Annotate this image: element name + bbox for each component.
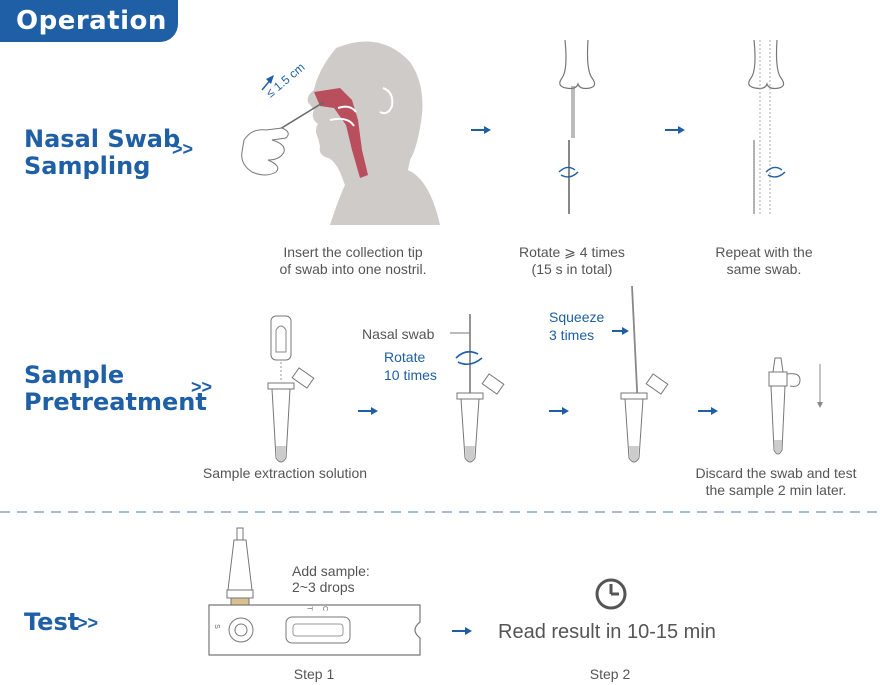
cassette-c-mark: C <box>321 605 329 612</box>
step-2-label: Step 2 <box>589 666 631 682</box>
hand-outline <box>241 127 289 176</box>
clock-icon <box>595 578 627 610</box>
arrow-down-icon <box>817 364 823 408</box>
arrow-right-icon <box>549 407 569 415</box>
pretreatment-chevron: >> <box>191 377 213 397</box>
rotate-caption: Rotate ⩾ 4 times (15 s in total) <box>519 244 625 277</box>
extraction-caption: Sample extraction solution <box>202 465 368 481</box>
extraction-tube-4 <box>768 357 801 455</box>
read-result-label: Read result in 10-15 min <box>498 621 716 643</box>
nasal-swab-label: Nasal swab <box>362 326 435 342</box>
rotate-icon <box>455 350 483 366</box>
head-silhouette <box>307 41 440 225</box>
rotate-10-label: Rotate 10 times <box>384 349 437 383</box>
header-title: Operation <box>16 6 167 36</box>
step-1-label: Step 1 <box>293 666 335 682</box>
cassette-s-mark: S <box>212 624 220 629</box>
nose-illustration-1 <box>559 39 596 214</box>
section-header-operation: Operation <box>0 0 178 42</box>
arrow-right-icon <box>665 126 685 134</box>
extraction-tube-2 <box>456 373 505 463</box>
nasal-chevron: >> <box>172 139 194 159</box>
arrow-right-icon <box>612 327 629 335</box>
extraction-tube-1 <box>267 367 315 463</box>
sample-pretreatment-title: Sample Pretreatment <box>24 361 207 416</box>
cassette-t-mark: T <box>305 606 313 611</box>
rotate-icon <box>558 166 579 178</box>
add-sample-label: Add sample: 2~3 drops <box>292 563 370 595</box>
arrow-right-icon <box>358 407 378 415</box>
test-chevron: >> <box>77 613 99 633</box>
dropper-bottle <box>226 527 254 607</box>
extraction-buffer-pack <box>270 315 292 380</box>
nasal-swab-title: Nasal Swab Sampling <box>24 125 181 180</box>
rotate-icon <box>765 166 786 178</box>
arrow-right-icon <box>698 407 718 415</box>
extraction-tube-3 <box>620 373 669 463</box>
arrow-right-icon <box>452 627 472 635</box>
test-title: Test <box>24 608 80 636</box>
test-cassette <box>208 604 421 656</box>
nose-illustration-2 <box>748 39 785 214</box>
discard-caption: Discard the swab and test the sample 2 m… <box>695 465 857 498</box>
squeeze-label: Squeeze 3 times <box>549 309 605 343</box>
arrow-right-icon <box>471 126 491 134</box>
insert-caption: Insert the collection tip of swab into o… <box>279 244 427 277</box>
repeat-caption: Repeat with the same swab. <box>715 244 813 277</box>
